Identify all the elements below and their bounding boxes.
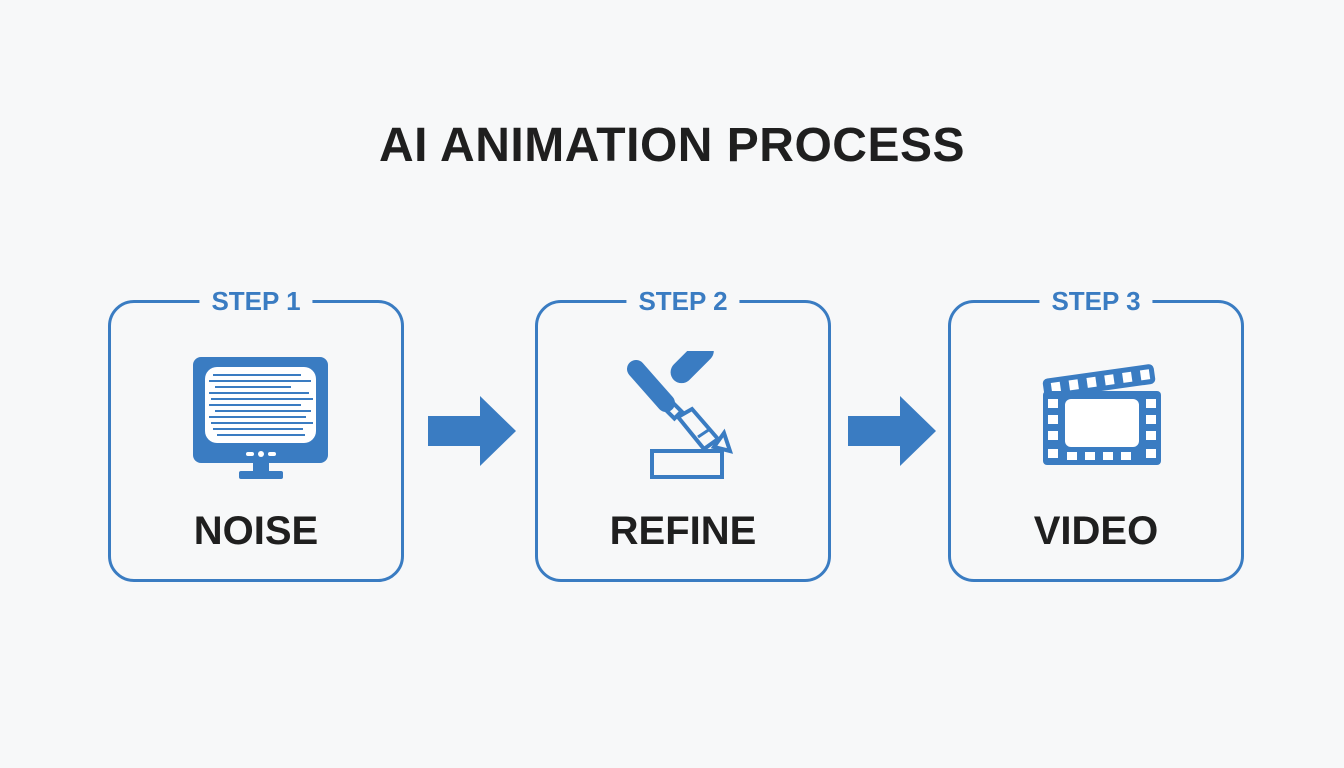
chisel-icon (627, 351, 734, 479)
step-3-card: STEP 3 VIDEO (948, 286, 1244, 582)
step-1-label: NOISE (193, 509, 319, 553)
step-1-card: STEP 1 NOISE (108, 286, 404, 582)
step-2-card: STEP 2 REFINE (535, 286, 831, 582)
arrow-right-icon (428, 396, 516, 466)
noisy-monitor-icon (193, 357, 328, 479)
step-3-heading: STEP 3 (1039, 286, 1153, 317)
step-2-label: REFINE (609, 509, 757, 553)
step-1-heading: STEP 1 (199, 286, 313, 317)
step-3-label: VIDEO (1033, 509, 1159, 553)
page-title: AI ANIMATION PROCESS (378, 119, 966, 172)
arrow-right-icon (848, 396, 936, 466)
step-2-heading: STEP 2 (626, 286, 740, 317)
clapperboard-icon (1042, 364, 1161, 465)
